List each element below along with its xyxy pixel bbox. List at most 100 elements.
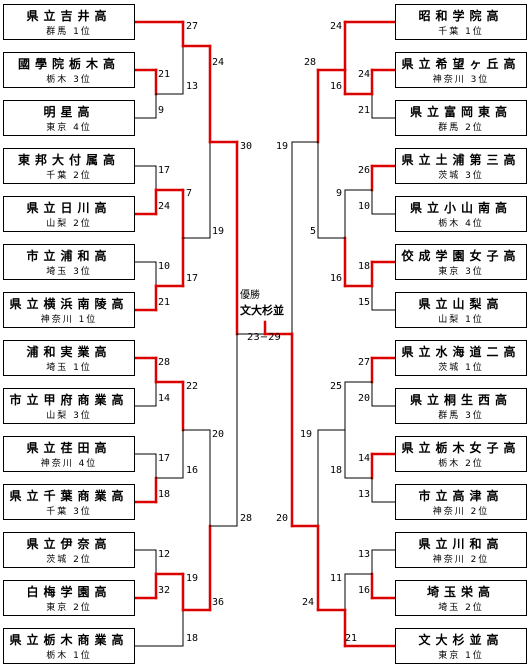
score-label: 20 bbox=[212, 429, 225, 440]
team-box-right-3[interactable]: 県立富岡東高 群馬 2位 bbox=[395, 100, 527, 136]
final-score: 23−29 bbox=[247, 332, 281, 343]
team-box-right-11[interactable]: 市立高津高 神奈川 2位 bbox=[395, 484, 527, 520]
score-label: 28 bbox=[240, 513, 253, 524]
team-box-left-8[interactable]: 浦和実業高 埼玉 1位 bbox=[3, 340, 135, 376]
score-label: 14 bbox=[358, 453, 371, 464]
team-box-left-2[interactable]: 國學院栃木高 栃木 3位 bbox=[3, 52, 135, 88]
team-box-left-9[interactable]: 市立甲府商業高 山梨 3位 bbox=[3, 388, 135, 424]
team-name: 県立希望ヶ丘高 bbox=[401, 57, 521, 71]
team-name: 県立富岡東高 bbox=[409, 105, 512, 119]
score-label: 17 bbox=[158, 453, 171, 464]
team-prefecture-rank: 千葉 1位 bbox=[438, 27, 484, 37]
team-box-right-2[interactable]: 県立希望ヶ丘高 神奈川 3位 bbox=[395, 52, 527, 88]
team-prefecture-rank: 茨城 3位 bbox=[438, 171, 484, 181]
score-label: 28 bbox=[158, 357, 171, 368]
team-box-left-4[interactable]: 東邦大付属高 千葉 2位 bbox=[3, 148, 135, 184]
team-box-right-4[interactable]: 県立土浦第三高 茨城 3位 bbox=[395, 148, 527, 184]
team-name: 白梅学園高 bbox=[26, 585, 112, 599]
team-box-left-1[interactable]: 県立吉井高 群馬 1位 bbox=[3, 4, 135, 40]
team-box-right-9[interactable]: 県立桐生西高 群馬 3位 bbox=[395, 388, 527, 424]
team-box-right-10[interactable]: 県立栃木女子高 栃木 2位 bbox=[395, 436, 527, 472]
score-label: 24 bbox=[302, 597, 315, 608]
team-name: 県立横浜南陵高 bbox=[9, 297, 129, 311]
score-label: 24 bbox=[212, 57, 225, 68]
team-name: 県立山梨高 bbox=[418, 297, 504, 311]
team-box-right-1[interactable]: 昭和学院高 千葉 1位 bbox=[395, 4, 527, 40]
team-name: 昭和学院高 bbox=[418, 9, 504, 23]
score-label: 27 bbox=[358, 357, 371, 368]
score-label: 13 bbox=[186, 81, 199, 92]
score-label: 16 bbox=[186, 465, 199, 476]
team-box-left-3[interactable]: 明星高 東京 4位 bbox=[3, 100, 135, 136]
score-label: 19 bbox=[276, 141, 289, 152]
score-label: 10 bbox=[158, 261, 171, 272]
score-label: 15 bbox=[358, 297, 371, 308]
team-box-right-14[interactable]: 文大杉並高 東京 1位 bbox=[395, 628, 527, 664]
team-name: 市立高津高 bbox=[418, 489, 504, 503]
team-prefecture-rank: 埼玉 1位 bbox=[46, 363, 92, 373]
team-prefecture-rank: 栃木 4位 bbox=[438, 219, 484, 229]
team-name: 県立吉井高 bbox=[26, 9, 112, 23]
score-label: 9 bbox=[336, 188, 343, 199]
team-box-right-12[interactable]: 県立川和高 神奈川 2位 bbox=[395, 532, 527, 568]
team-prefecture-rank: 群馬 1位 bbox=[46, 27, 92, 37]
team-name: 県立川和高 bbox=[418, 537, 504, 551]
team-name: 浦和実業高 bbox=[26, 345, 112, 359]
score-label: 16 bbox=[330, 81, 343, 92]
team-box-left-7[interactable]: 県立横浜南陵高 神奈川 1位 bbox=[3, 292, 135, 328]
team-prefecture-rank: 神奈川 4位 bbox=[40, 459, 98, 469]
score-label: 16 bbox=[358, 585, 371, 596]
score-label: 25 bbox=[330, 381, 343, 392]
team-box-right-6[interactable]: 佼成学園女子高 東京 3位 bbox=[395, 244, 527, 280]
team-prefecture-rank: 神奈川 2位 bbox=[432, 507, 490, 517]
team-prefecture-rank: 埼玉 2位 bbox=[438, 603, 484, 613]
score-label: 24 bbox=[158, 201, 171, 212]
team-name: 佼成学園女子高 bbox=[401, 249, 521, 263]
score-label: 12 bbox=[158, 549, 171, 560]
score-label: 5 bbox=[310, 226, 317, 237]
team-name: 県立小山南高 bbox=[409, 201, 512, 215]
team-box-left-6[interactable]: 市立浦和高 埼玉 3位 bbox=[3, 244, 135, 280]
score-label: 32 bbox=[158, 585, 171, 596]
team-name: 市立浦和高 bbox=[26, 249, 112, 263]
team-prefecture-rank: 千葉 3位 bbox=[46, 507, 92, 517]
score-label: 11 bbox=[330, 573, 343, 584]
team-name: 県立伊奈高 bbox=[26, 537, 112, 551]
score-label: 17 bbox=[186, 273, 199, 284]
team-name: 文大杉並高 bbox=[418, 633, 504, 647]
team-box-left-10[interactable]: 県立荏田高 神奈川 4位 bbox=[3, 436, 135, 472]
score-label: 24 bbox=[358, 69, 371, 80]
team-name: 國學院栃木高 bbox=[17, 57, 120, 71]
team-box-right-8[interactable]: 県立水海道二高 茨城 1位 bbox=[395, 340, 527, 376]
team-box-left-11[interactable]: 県立千葉商業高 千葉 3位 bbox=[3, 484, 135, 520]
team-box-left-12[interactable]: 県立伊奈高 茨城 2位 bbox=[3, 532, 135, 568]
team-box-right-7[interactable]: 県立山梨高 山梨 1位 bbox=[395, 292, 527, 328]
team-box-right-5[interactable]: 県立小山南高 栃木 4位 bbox=[395, 196, 527, 232]
score-label: 21 bbox=[158, 69, 171, 80]
team-name: 県立荏田高 bbox=[26, 441, 112, 455]
score-label: 18 bbox=[358, 261, 371, 272]
team-name: 県立水海道二高 bbox=[401, 345, 521, 359]
score-label: 13 bbox=[358, 549, 371, 560]
team-prefecture-rank: 栃木 1位 bbox=[46, 651, 92, 661]
team-name: 埼玉栄高 bbox=[426, 585, 495, 599]
score-label: 22 bbox=[186, 381, 199, 392]
team-name: 県立栃木女子高 bbox=[401, 441, 521, 455]
team-box-left-14[interactable]: 県立栃木商業高 栃木 1位 bbox=[3, 628, 135, 664]
score-label: 18 bbox=[186, 633, 199, 644]
team-box-left-5[interactable]: 県立日川高 山梨 2位 bbox=[3, 196, 135, 232]
score-label: 13 bbox=[358, 489, 371, 500]
team-prefecture-rank: 東京 2位 bbox=[46, 603, 92, 613]
team-name: 明星高 bbox=[43, 105, 95, 119]
team-box-right-13[interactable]: 埼玉栄高 埼玉 2位 bbox=[395, 580, 527, 616]
team-prefecture-rank: 山梨 1位 bbox=[438, 315, 484, 325]
score-label: 19 bbox=[186, 573, 199, 584]
team-prefecture-rank: 神奈川 1位 bbox=[40, 315, 98, 325]
score-label: 30 bbox=[240, 141, 253, 152]
champion-name: 文大杉並 bbox=[240, 304, 284, 317]
team-prefecture-rank: 栃木 3位 bbox=[46, 75, 92, 85]
score-label: 26 bbox=[358, 165, 371, 176]
team-box-left-13[interactable]: 白梅学園高 東京 2位 bbox=[3, 580, 135, 616]
